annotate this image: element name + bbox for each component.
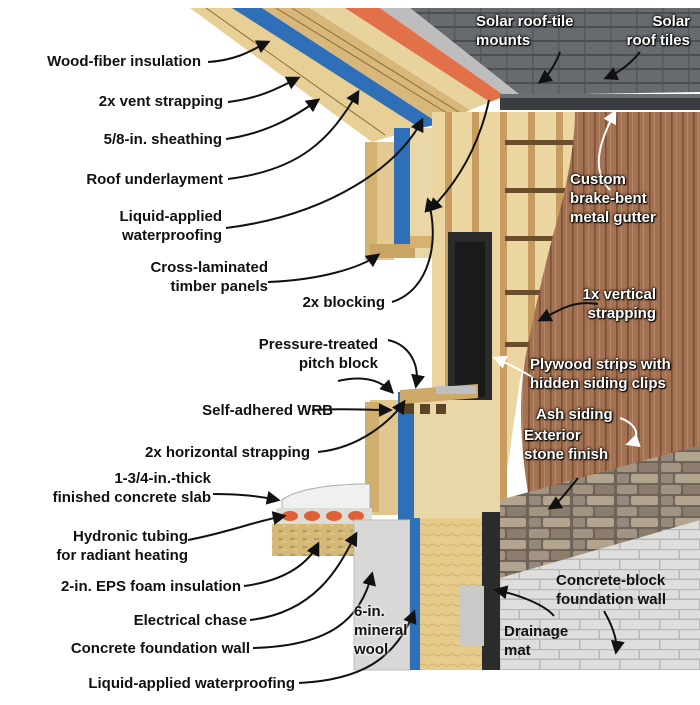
label-blocking: 2x blocking (302, 294, 385, 311)
drainage-mat-shape (482, 512, 500, 670)
finished-slab-shape (281, 483, 371, 513)
label-hydronic-tubing: Hydronic tubing for radiant heating (56, 528, 188, 564)
label-ash-siding: Ash siding (536, 406, 613, 423)
wall-wrb-upper (394, 128, 410, 258)
label-solar-tiles: Solar roof tiles (626, 13, 690, 49)
label-vent-strapping: 2x vent strapping (98, 93, 223, 110)
label-sheathing: 5/8-in. sheathing (103, 131, 222, 148)
roof-sheathing-layer (310, 8, 490, 110)
leader-lines (187, 40, 641, 684)
roof-underlayment-layer (345, 8, 505, 102)
wall-assembly (365, 112, 700, 532)
label-plywood-strips: Plywood strips with hidden siding clips (530, 356, 671, 392)
label-electrical-chase: Electrical chase (133, 612, 247, 629)
roof-insulation-layer (190, 8, 420, 142)
label-roof-underlayment: Roof underlayment (86, 171, 223, 188)
ash-siding-shape (521, 112, 700, 505)
label-block-foundation: Concrete-block foundation wall (556, 572, 666, 608)
label-liquid-waterproofing-bottom: Liquid-applied waterproofing (88, 675, 295, 692)
wall-insulation-lower (414, 400, 498, 520)
roof-wrb-layer (232, 8, 440, 128)
label-wood-fiber-insulation: Wood-fiber insulation (47, 53, 201, 70)
foundation-assembly (353, 445, 700, 671)
label-wrb: Self-adhered WRB (202, 402, 333, 419)
label-vertical-strapping: 1x vertical strapping (582, 286, 656, 322)
floor-assembly (272, 483, 372, 556)
label-liquid-waterproofing-top: Liquid-applied waterproofing (119, 208, 223, 244)
stone-finish-shape (500, 445, 700, 578)
solar-roof-tiles-shape (410, 8, 700, 95)
label-mineral-wool: 6-in. mineral wool (354, 603, 408, 658)
roof-assembly (190, 7, 700, 142)
label-foundation-wall: Concrete foundation wall (70, 640, 250, 657)
label-concrete-slab: 1-3/4-in.-thick finished concrete slab (52, 470, 211, 506)
label-horizontal-strapping: 2x horizontal strapping (144, 444, 310, 461)
label-solar-mounts: Solar roof-tile mounts (476, 13, 574, 49)
leader-lines-light (492, 109, 641, 448)
label-clt-panels: Cross-laminated timber panels (150, 259, 268, 295)
label-stone-finish: Exterior stone finish (524, 427, 609, 463)
foundation-waterproofing (410, 518, 420, 670)
wall-wrb-lower (398, 392, 414, 532)
roof-mount-layer (380, 8, 520, 96)
label-pitch-block: Pressure-treated pitch block (258, 336, 378, 372)
tubing-layer (276, 508, 372, 524)
label-eps-foam: 2-in. EPS foam insulation (60, 578, 241, 595)
label-gutter: Custom brake-bent metal gutter (570, 171, 656, 226)
label-drainage-mat: Drainage mat (504, 623, 569, 659)
